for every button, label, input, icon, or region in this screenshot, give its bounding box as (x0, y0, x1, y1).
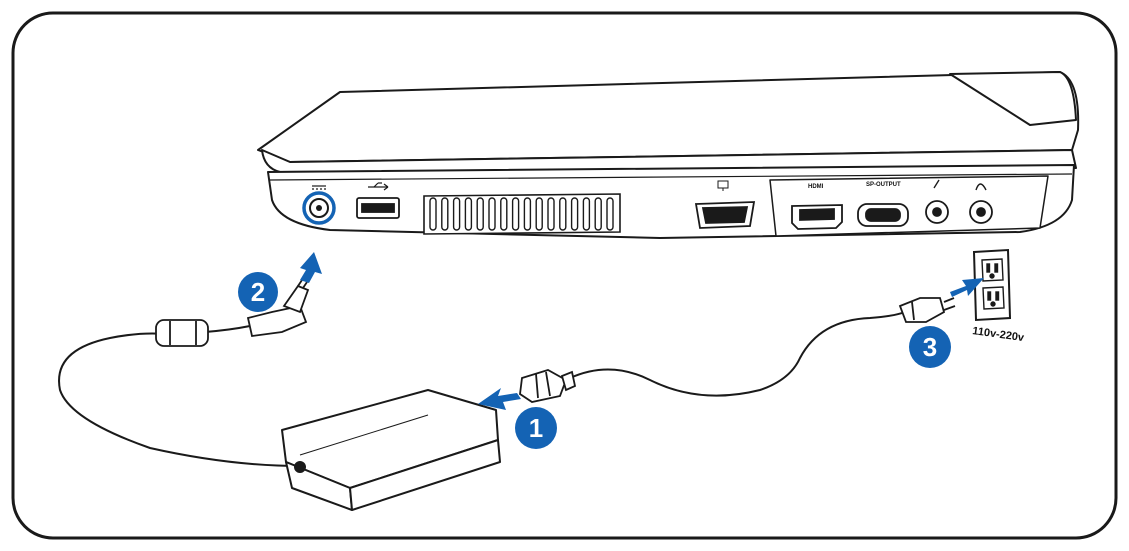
vent-slot (582, 197, 591, 231)
vent-slot (488, 197, 496, 231)
outlet-socket-bottom (982, 286, 1005, 310)
vent-slot (476, 197, 484, 231)
mains-cable (569, 311, 906, 397)
vent-slot (500, 197, 508, 231)
wall-outlet (972, 248, 1012, 322)
microphone-icon (933, 179, 940, 189)
vent-slot (452, 197, 461, 231)
vent-slot (523, 197, 532, 231)
vga-port (694, 201, 756, 229)
step-badge-2: 2 (238, 272, 278, 312)
vent-slot (511, 197, 520, 231)
laptop-lid-rear-panel (949, 71, 1077, 126)
vent-slot (535, 197, 543, 231)
adapter-mains-plug (519, 369, 577, 403)
adapter-dc-outlet (294, 461, 306, 473)
dc-in-highlight-ring (302, 191, 336, 225)
headphone-icon (975, 183, 987, 191)
dc-cable-to-plug (204, 325, 251, 333)
vent-slot (441, 197, 449, 231)
dc-in-port (302, 191, 336, 225)
vent-slot (429, 197, 437, 231)
step-number-3: 3 (923, 332, 937, 362)
step-badge-3: 3 (909, 326, 951, 368)
arrow-step-1 (478, 388, 521, 410)
dc-cable (58, 332, 301, 467)
spdif-label: SP-OUTPUT (866, 182, 901, 188)
vent-slot (594, 197, 602, 231)
arrow-step-3 (950, 278, 984, 297)
vent-slot (559, 197, 567, 231)
step-badge-1: 1 (515, 407, 557, 449)
wall-plug (898, 297, 956, 323)
hdmi-port (791, 204, 843, 230)
adapter-side (349, 439, 501, 511)
headphone-jack (969, 200, 993, 224)
ferrite-core (155, 319, 209, 347)
vent-slot (606, 197, 614, 231)
vent-slot (570, 197, 579, 231)
dc-in-icon (312, 185, 326, 190)
microphone-jack (925, 200, 949, 224)
step-number-1: 1 (529, 413, 543, 443)
vent-slot (464, 197, 473, 231)
vent-slot (547, 197, 555, 231)
step-number-2: 2 (251, 277, 265, 307)
arrow-step-2 (300, 252, 322, 283)
monitor-icon (717, 180, 729, 191)
hdmi-label: HDMI (808, 184, 824, 190)
dc-plug (246, 279, 310, 338)
spdif-port (857, 203, 909, 227)
usb-icon (368, 182, 389, 191)
usb-port (356, 197, 400, 219)
outlet-socket-top (981, 258, 1004, 282)
vent-grille (423, 193, 621, 235)
power-adapter (281, 389, 501, 511)
laptop-base-line (269, 173, 1073, 181)
